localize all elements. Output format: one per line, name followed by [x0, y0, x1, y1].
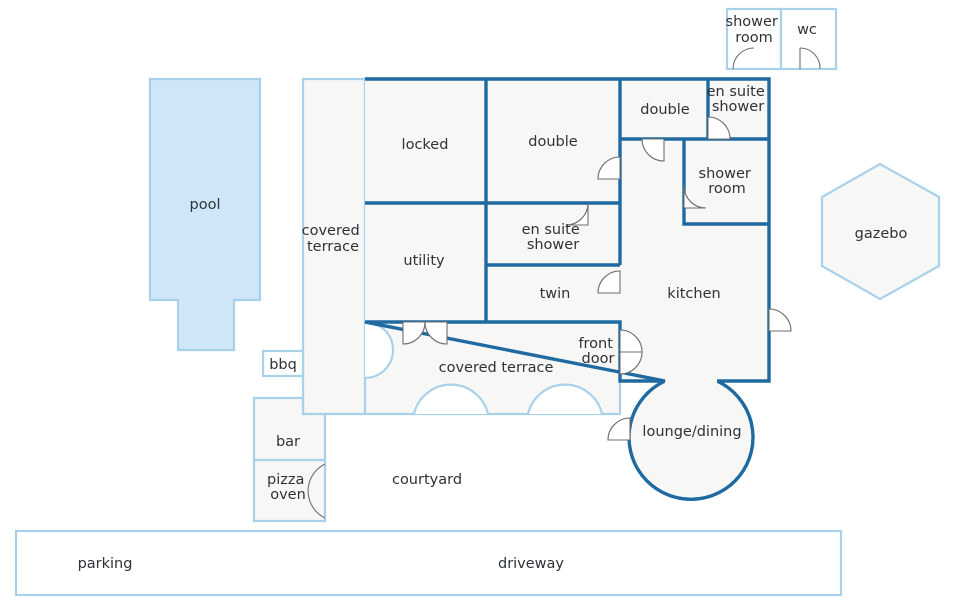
bbq-label: bbq: [269, 357, 297, 373]
lounge-dining-door-arc: [607, 417, 631, 441]
wall-shower-room: [682, 139, 769, 226]
house-floor: [365, 79, 769, 381]
gazebo-label: gazebo: [855, 226, 908, 242]
door-twin: [597, 270, 621, 294]
room-en-suite-2-label: en suite shower: [707, 84, 770, 115]
lounge-dining: lounge/dining: [607, 379, 755, 501]
front-door-label: front door: [578, 336, 617, 367]
door-en-suite-1: [565, 202, 589, 226]
room-labels: locked double double en suite shower sho…: [402, 84, 770, 367]
outbuilding-wc-shape: [779, 7, 838, 71]
door-utility-right: [424, 321, 448, 345]
terrace: covered terrace covered terrace: [302, 77, 622, 416]
terrace-front-label: covered terrace: [439, 360, 554, 376]
outbuilding-wc-label: wc: [797, 22, 817, 38]
house-outer-wall: [364, 77, 771, 383]
outbuilding-shower-door-arc: [732, 47, 755, 70]
parking-label: parking: [78, 556, 133, 572]
room-locked-label: locked: [402, 137, 449, 153]
room-utility-label: utility: [403, 253, 445, 269]
door-front-2: [619, 351, 643, 375]
door-kitchen-side: [768, 308, 792, 332]
pool: pool: [148, 77, 262, 352]
room-shower-room-label: shower room: [699, 166, 756, 197]
driveway-label: driveway: [498, 556, 564, 572]
outbuilding: shower room wc: [726, 7, 838, 71]
terrace-side-label: covered terrace: [302, 223, 365, 255]
room-double-2-label: double: [640, 102, 689, 118]
terrace-arch-right: [526, 383, 604, 415]
outbuilding-shower-label: shower room: [726, 14, 783, 46]
bbq: bbq: [261, 349, 305, 378]
door-double-2: [641, 138, 665, 162]
terrace-arch-left: [412, 383, 490, 415]
bbq-shape: [261, 349, 305, 378]
door-shower-room: [683, 185, 707, 209]
pizza-oven-label: pizza oven: [267, 472, 309, 503]
driveway: parking driveway: [14, 529, 843, 597]
lounge-dining-label: lounge/dining: [642, 424, 741, 440]
door-double-1: [597, 156, 621, 180]
lounge-dining-shape: [627, 379, 755, 501]
doors: [402, 116, 792, 375]
room-kitchen-label: kitchen: [667, 286, 720, 302]
pizza-oven-door-arc: [307, 463, 326, 519]
pizza-oven-shape: [252, 458, 327, 523]
room-en-suite-1-label: en suite shower: [522, 222, 585, 253]
bar-label: bar: [276, 434, 300, 450]
gazebo: gazebo: [820, 162, 941, 301]
pool-label: pool: [190, 197, 221, 213]
driveway-shape: [14, 529, 843, 597]
door-en-suite-2: [707, 116, 731, 140]
outbuilding-wc-door-arc: [799, 47, 821, 70]
bar-block: bar pizza oven: [252, 396, 327, 523]
gazebo-shape: [820, 162, 941, 301]
room-twin-label: twin: [540, 286, 571, 302]
courtyard-label: courtyard: [392, 472, 462, 488]
room-double-1-label: double: [528, 134, 577, 150]
pool-shape: [148, 77, 262, 352]
